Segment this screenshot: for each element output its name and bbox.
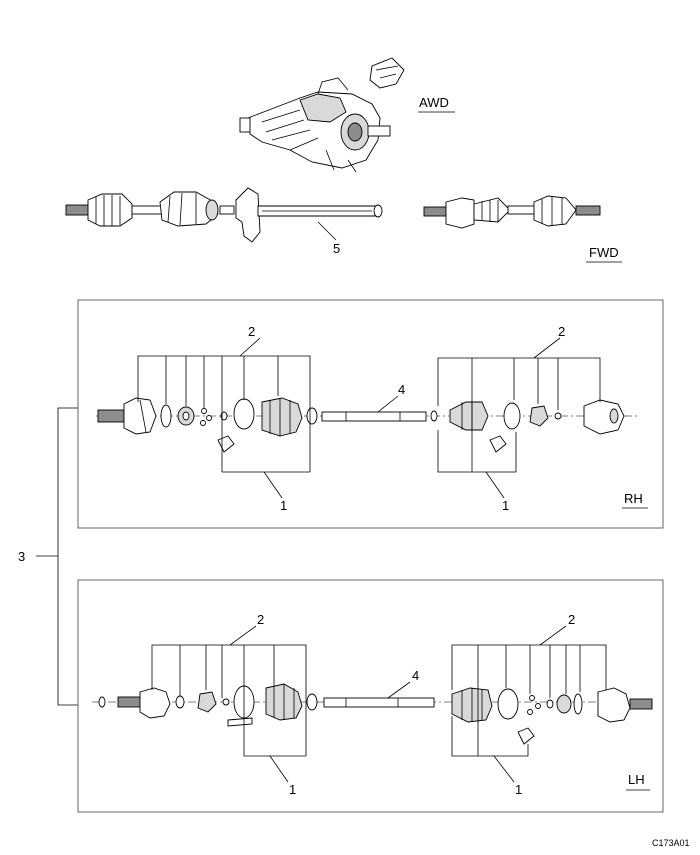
lh-panel [77,579,664,813]
callout-5: 5 [333,241,340,256]
rh-exploded-view [96,397,640,453]
awd-drive-shaft-drawing [65,187,383,243]
lh-callout-1-right: 1 [515,782,522,797]
rh-callout-2-right: 2 [558,324,565,339]
rh-callout-2-left: 2 [248,324,255,339]
awd-label: AWD [419,95,449,110]
rh-callout-4: 4 [398,382,405,397]
figure-code: C173A01 [652,838,690,848]
lh-label: LH [628,772,645,787]
rh-panel [77,299,664,529]
fwd-label: FWD [589,245,619,260]
awd-transfer-case-drawing [239,57,405,173]
rh-callout-lines [137,337,601,499]
lh-exploded-view [92,683,653,745]
lh-callout-2-right: 2 [568,612,575,627]
callout-3: 3 [18,549,25,564]
rh-label: RH [624,491,643,506]
lh-callout-1-left: 1 [289,782,296,797]
assembly-bracket-3 [36,407,78,706]
lh-callout-lines [151,625,607,783]
fwd-drive-shaft-drawing [423,195,601,229]
rh-callout-1-right: 1 [502,498,509,513]
lh-callout-2-left: 2 [257,612,264,627]
lh-callout-4: 4 [412,668,419,683]
rh-callout-1-left: 1 [280,498,287,513]
